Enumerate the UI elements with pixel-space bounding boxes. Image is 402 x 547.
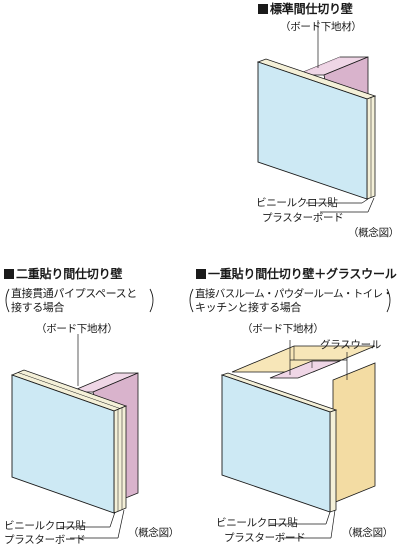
double-board-side-edge	[113, 405, 127, 514]
glasswool-plaster-label: プラスターボード	[224, 532, 306, 544]
standard-board-face	[257, 61, 368, 200]
standard-cloth-label: ビニールクロス貼	[256, 197, 338, 209]
glasswool-label: グラスウール	[320, 339, 381, 351]
glasswool-note-line2: キッチンと接する場合	[195, 301, 301, 314]
glasswool-note-right-paren	[386, 288, 391, 313]
double-note-line1: 直接貫通パイプスペースと	[11, 287, 137, 300]
bullet-square-icon	[258, 4, 268, 14]
double-note-right-paren	[149, 288, 154, 313]
glasswool-note-line1: 直接バスルーム・パウダールーム・トイレ・	[195, 288, 393, 300]
standard-board-base-label: （ボード下地材）	[280, 21, 362, 33]
glasswool-concept-label: （概念図）	[342, 527, 393, 539]
bullet-square-icon	[196, 269, 206, 279]
bullet-square-icon	[4, 269, 14, 279]
glasswool-title: 一重貼り間仕切り壁＋グラスウール	[196, 268, 397, 280]
double-note-left-paren	[5, 288, 10, 313]
double-concept-label: （概念図）	[128, 527, 179, 539]
glasswool-board-face	[221, 374, 331, 513]
double-wall-drawing	[10, 334, 139, 539]
double-note-line2: 接する場合	[11, 301, 64, 314]
glasswool-board-base-label: （ボード下地材）	[242, 323, 324, 335]
standard-wall-drawing	[256, 20, 377, 213]
glasswool-cloth-label: ビニールクロス貼	[216, 517, 298, 529]
glasswool-side	[332, 362, 376, 504]
double-title: 二重貼り間仕切り壁	[4, 268, 122, 280]
standard-concept-label: （概念図）	[348, 227, 399, 239]
glasswool-note-left-paren	[189, 288, 194, 313]
standard-plaster-label: プラスターボード	[262, 212, 344, 224]
double-plaster-label: プラスターボード	[4, 534, 86, 546]
double-cloth-label: ビニールクロス貼	[4, 520, 86, 532]
glasswool-stud-top	[269, 360, 341, 379]
glasswool-wall-drawing	[220, 340, 376, 539]
double-board-face	[11, 374, 115, 514]
standard-title: 標準間仕切り壁	[258, 3, 353, 15]
glasswool-board-side-edge	[329, 409, 337, 513]
double-board-base-label: （ボード下地材）	[36, 323, 118, 335]
